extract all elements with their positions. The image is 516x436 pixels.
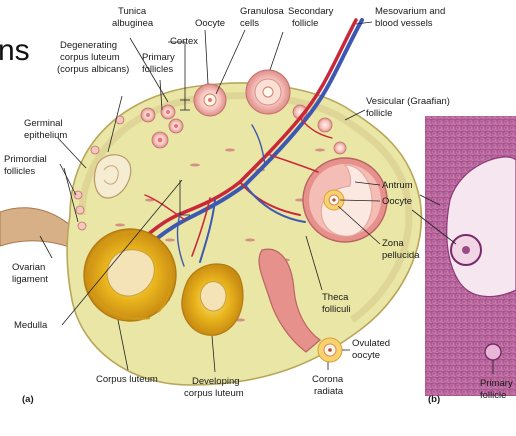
label-granulosa-1: Granulosa	[240, 6, 285, 17]
panel-label-b: (b)	[428, 394, 440, 405]
fragment-text: ns	[0, 34, 30, 67]
label-ovulated-1: Ovulated	[352, 338, 390, 349]
label-degenerating-2: corpus luteum	[60, 52, 120, 63]
label-primordial-2: follicles	[4, 166, 35, 177]
label-secondary-2: follicle	[292, 18, 318, 29]
label-theca-2: folliculi	[322, 304, 351, 315]
label-corpus-luteum: Corpus luteum	[96, 374, 158, 385]
ovarian-ligament	[0, 208, 72, 248]
label-degenerating-3: (corpus albicans)	[57, 64, 129, 75]
label-mesovarium-1: Mesovarium and	[375, 6, 445, 17]
label-zona-1: Zona	[382, 238, 404, 249]
label-vesicular-2: follicle	[366, 108, 392, 119]
label-primary-micro-1: Primary	[480, 378, 513, 389]
label-primordial-1: Primordial	[4, 154, 47, 165]
label-theca-1: Theca	[322, 292, 349, 303]
label-corona-2: radiata	[314, 386, 344, 397]
label-primary-1: Primary	[142, 52, 175, 63]
label-corona-1: Corona	[312, 374, 344, 385]
label-tunica-albuginea-1: Tunica	[118, 6, 147, 17]
label-antrum: Antrum	[382, 180, 413, 191]
label-developing-2: corpus luteum	[184, 388, 244, 399]
label-primary-2: follicles	[142, 64, 173, 75]
label-degenerating-1: Degenerating	[60, 40, 117, 51]
label-tunica-albuginea-2: albuginea	[112, 18, 154, 29]
label-developing-1: Developing	[192, 376, 240, 387]
micrograph-primary-follicle	[485, 344, 501, 360]
panel-label-a: (a)	[22, 394, 34, 405]
label-secondary-1: Secondary	[288, 6, 334, 17]
label-medulla: Medulla	[14, 320, 48, 331]
label-germinal-2: epithelium	[24, 130, 67, 141]
label-germinal-1: Germinal	[24, 118, 63, 129]
label-zona-2: pellucida	[382, 250, 420, 261]
label-cortex: Cortex	[170, 36, 198, 47]
label-ligament-1: Ovarian	[12, 262, 45, 273]
label-ligament-2: ligament	[12, 274, 48, 285]
secondary-follicle	[246, 70, 290, 114]
label-mesovarium-2: blood vessels	[375, 18, 433, 29]
label-granulosa-2: cells	[240, 18, 259, 29]
label-oocyte-right: Oocyte	[382, 196, 412, 207]
label-ovulated-2: oocyte	[352, 350, 380, 361]
label-primary-micro-2: follicle	[480, 390, 506, 401]
label-oocyte-top: Oocyte	[195, 18, 225, 29]
growing-follicle	[194, 84, 226, 116]
ovulated-oocyte	[318, 338, 342, 362]
label-vesicular-1: Vesicular (Graafian)	[366, 96, 450, 107]
